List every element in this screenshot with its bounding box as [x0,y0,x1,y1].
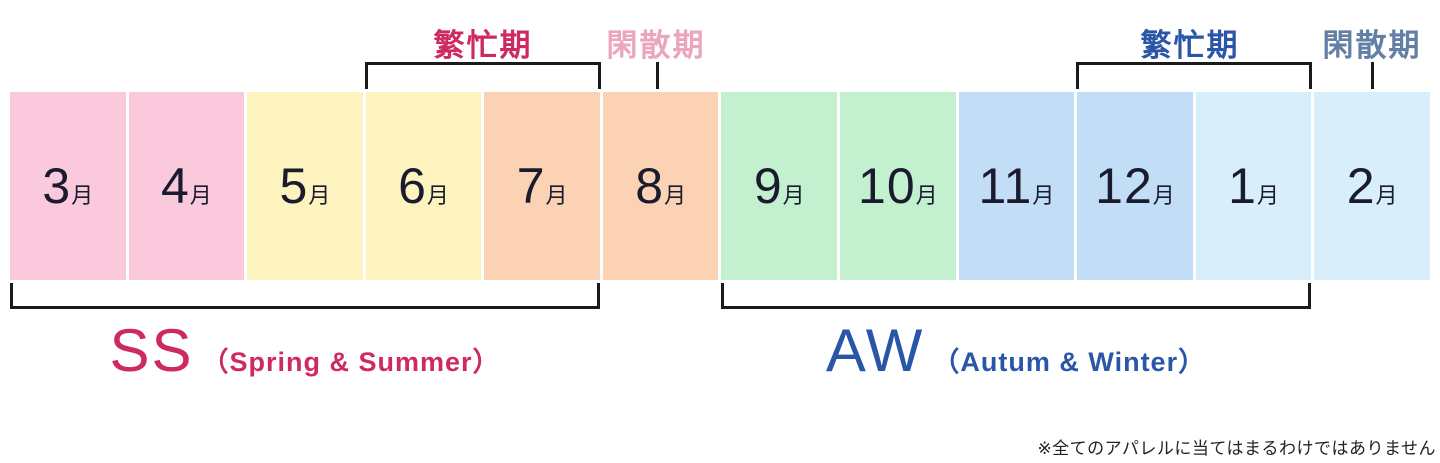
month-unit: 月 [426,183,449,208]
month-block-jul: 7月 [484,92,600,280]
month-label: 9月 [754,157,805,215]
aw-busy-period-label: 繁忙期 [1140,28,1240,63]
month-block-mar: 3月 [10,92,126,280]
month-block-jan: 1月 [1195,92,1312,280]
month-block-aug: 8月 [602,92,719,280]
month-label: 3月 [42,157,93,215]
month-number: 7 [516,158,546,214]
month-number: 3 [42,158,72,214]
month-label: 10月 [858,157,938,215]
month-label: 1月 [1228,157,1279,215]
month-number: 10 [858,158,916,214]
month-unit: 月 [308,183,331,208]
month-number: 12 [1095,158,1153,214]
month-block-sep: 9月 [721,92,838,280]
footnote: ※全てのアパレルに当てはまるわけではありません [1037,439,1436,458]
month-unit: 月 [1032,183,1055,208]
aw-season-caption: AW （Autum & Winter） [826,316,1206,385]
month-label: 8月 [635,157,686,215]
month-label: 4月 [161,157,212,215]
aw-season-name: （Autum & Winter） [932,347,1207,377]
aw-slow-tick [1371,62,1374,89]
aw-season-bracket [721,283,1311,309]
month-label: 6月 [398,157,449,215]
month-number: 2 [1346,158,1376,214]
aw-season-abbr: AW [825,317,925,384]
month-number: 11 [978,158,1033,214]
month-label: 11月 [978,157,1054,215]
month-label: 2月 [1347,157,1398,215]
month-label: 7月 [517,157,568,215]
month-block-dec: 12月 [1077,92,1193,280]
month-unit: 月 [915,183,938,208]
month-unit: 月 [664,183,687,208]
ss-slow-tick [656,62,659,89]
month-unit: 月 [545,183,568,208]
ss-season-abbr: SS [109,317,194,384]
month-block-may: 5月 [247,92,363,280]
month-number: 6 [398,158,427,214]
month-number: 9 [753,158,783,214]
month-block-nov: 11月 [958,92,1075,280]
month-label: 12月 [1095,157,1175,215]
month-label: 5月 [280,157,331,215]
ss-season-name: （Spring & Summer） [201,347,501,377]
ss-busy-bracket [365,62,601,89]
month-block-oct: 10月 [840,92,956,280]
month-unit: 月 [1152,183,1175,208]
month-strip: 3月 4月 5月 6月 7月 8月 9月 10月 11月 12月 1月 [10,92,1430,280]
ss-season-caption: SS （Spring & Summer） [109,316,500,385]
month-number: 5 [279,158,309,214]
month-block-apr: 4月 [128,92,245,280]
aw-slow-period-label: 閑散期 [1322,28,1422,63]
month-number: 1 [1228,158,1257,214]
aw-busy-bracket [1076,62,1312,89]
month-unit: 月 [1375,183,1398,208]
month-unit: 月 [189,183,212,208]
month-unit: 月 [782,183,805,208]
month-number: 8 [635,158,665,214]
ss-season-bracket [10,283,600,309]
month-block-jun: 6月 [365,92,482,280]
ss-slow-period-label: 閑散期 [606,28,706,63]
month-block-feb: 2月 [1314,92,1430,280]
month-unit: 月 [1256,183,1279,208]
ss-busy-period-label: 繁忙期 [433,28,533,63]
month-unit: 月 [71,183,94,208]
month-number: 4 [160,158,190,214]
